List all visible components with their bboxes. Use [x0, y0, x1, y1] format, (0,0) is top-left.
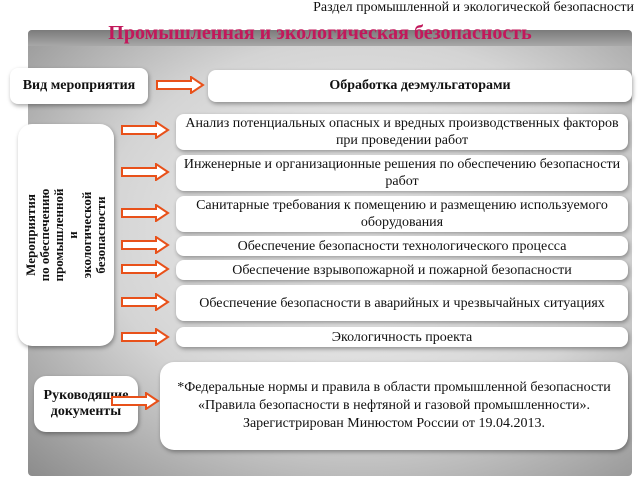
arrow-right-icon [121, 260, 170, 278]
panel-top-bar [28, 30, 632, 46]
measure-item: Обеспечение взрывопожарной и пожарной бе… [176, 260, 628, 280]
event-type-value: Обработка деэмульгаторами [329, 78, 511, 93]
arrow-right-icon [121, 328, 170, 346]
arrow-right-icon [156, 76, 205, 94]
section-header: Раздел промышленной и экологической безо… [313, 0, 634, 15]
event-type-label-box: Вид мероприятия [10, 68, 148, 104]
arrow-right-icon [121, 293, 170, 311]
arrow-right-icon [121, 163, 170, 181]
measures-label: Мероприятия по обеспечению промышленной … [23, 188, 108, 282]
measure-item: Санитарные требования к помещению и разм… [176, 196, 628, 232]
measure-item: Обеспечение безопасности в аварийных и ч… [176, 285, 628, 321]
arrow-right-icon [121, 121, 170, 139]
arrow-right-icon [121, 204, 170, 222]
arrow-right-icon [121, 236, 170, 254]
measure-item: Обеспечение безопасности технологическог… [176, 236, 628, 256]
docs-text: *Федеральные нормы и правила в области п… [177, 380, 611, 431]
event-type-label: Вид мероприятия [22, 78, 136, 93]
measure-item: Анализ потенциальных опасных и вредных п… [176, 114, 628, 150]
docs-text-box: *Федеральные нормы и правила в области п… [160, 362, 628, 450]
arrow-right-icon [111, 392, 160, 410]
event-type-value-box: Обработка деэмульгаторами [208, 70, 632, 102]
page-title: Промышленная и экологическая безопасност… [108, 22, 532, 44]
docs-label: Руководящие документы [43, 388, 129, 419]
measures-label-box: Мероприятия по обеспечению промышленной … [18, 124, 114, 346]
docs-label-box: Руководящие документы [34, 376, 138, 432]
measure-item: Инженерные и организационные решения по … [176, 155, 628, 191]
measure-item: Экологичность проекта [176, 327, 628, 347]
